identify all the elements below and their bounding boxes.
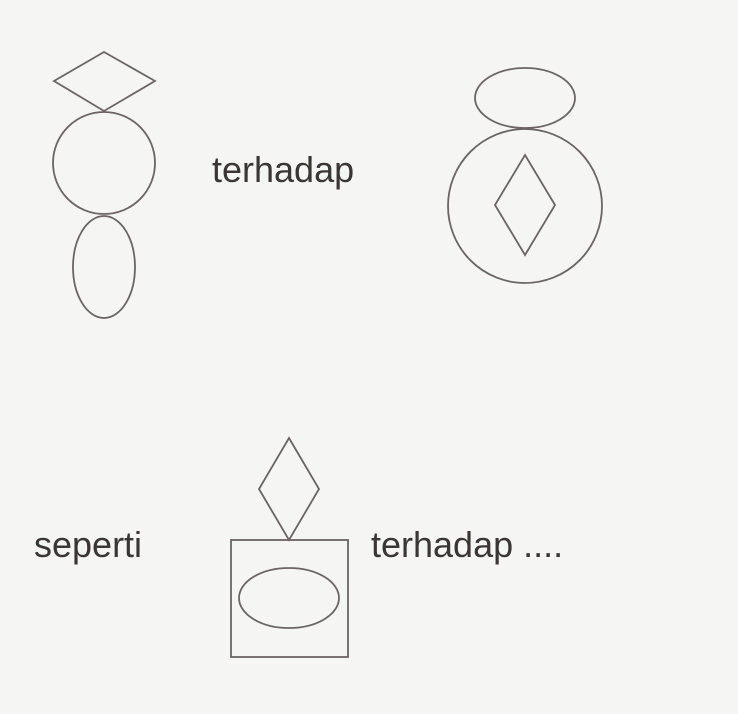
figure-1-ellipse bbox=[72, 215, 136, 319]
figure-2-ellipse bbox=[474, 67, 576, 129]
figure-3-square bbox=[230, 539, 349, 658]
relation-word-top: terhadap bbox=[212, 149, 355, 190]
figure-2 bbox=[447, 67, 603, 284]
figure-1-diamond bbox=[52, 50, 157, 113]
figure-3-ellipse bbox=[238, 567, 340, 629]
figure-2-diamond bbox=[493, 153, 557, 257]
figure-3 bbox=[230, 436, 349, 658]
figure-2-circle bbox=[447, 128, 603, 284]
relation-word-bottom: terhadap .... bbox=[371, 524, 564, 565]
figure-1 bbox=[52, 50, 157, 319]
figure-3-diamond bbox=[257, 436, 321, 542]
figure-1-circle bbox=[52, 111, 156, 215]
analogy-word: seperti bbox=[34, 524, 143, 565]
